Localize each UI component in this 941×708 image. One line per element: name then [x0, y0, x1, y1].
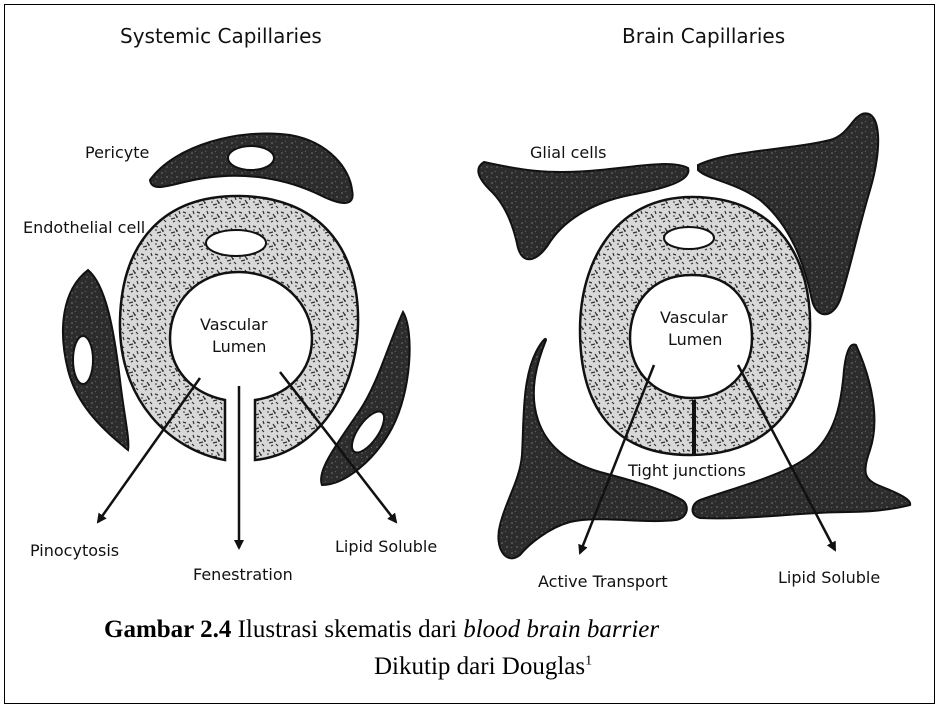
pericyte-label: Pericyte — [85, 143, 149, 162]
systemic-lumen-label-1: Vascular — [200, 315, 268, 334]
endothelial-nucleus — [206, 230, 266, 256]
left-cell-nucleus — [73, 336, 93, 384]
brain-lipid-soluble-label: Lipid Soluble — [778, 568, 880, 587]
endothelial-cell-label: Endothelial cell — [23, 218, 145, 237]
pericyte-nucleus — [228, 146, 274, 170]
source-text: Dikutip dari Douglas — [374, 653, 585, 680]
systemic-title: Systemic Capillaries — [120, 24, 322, 48]
caption-italic-text: blood brain barrier — [463, 616, 659, 643]
brain-endothelial-nucleus — [664, 227, 714, 249]
figure-source: Dikutip dari Douglas1 — [374, 653, 592, 681]
systemic-lumen-label-2: Lumen — [212, 337, 266, 356]
fenestration-label: Fenestration — [193, 565, 293, 584]
active-transport-label: Active Transport — [538, 572, 668, 591]
brain-lumen-label-2: Lumen — [668, 330, 722, 349]
glial-cells-label: Glial cells — [530, 143, 607, 162]
pinocytosis-label: Pinocytosis — [30, 541, 119, 560]
figure-caption: Gambar 2.4 Ilustrasi skematis dari blood… — [104, 616, 659, 644]
systemic-lipid-soluble-label: Lipid Soluble — [335, 537, 437, 556]
figure-number: Gambar 2.4 — [104, 616, 231, 643]
brain-lumen-label-1: Vascular — [660, 308, 728, 327]
brain-title: Brain Capillaries — [622, 24, 785, 48]
tight-junctions-label: Tight junctions — [627, 461, 746, 480]
caption-text: Ilustrasi skematis dari — [238, 616, 457, 643]
source-reference: 1 — [585, 654, 592, 669]
